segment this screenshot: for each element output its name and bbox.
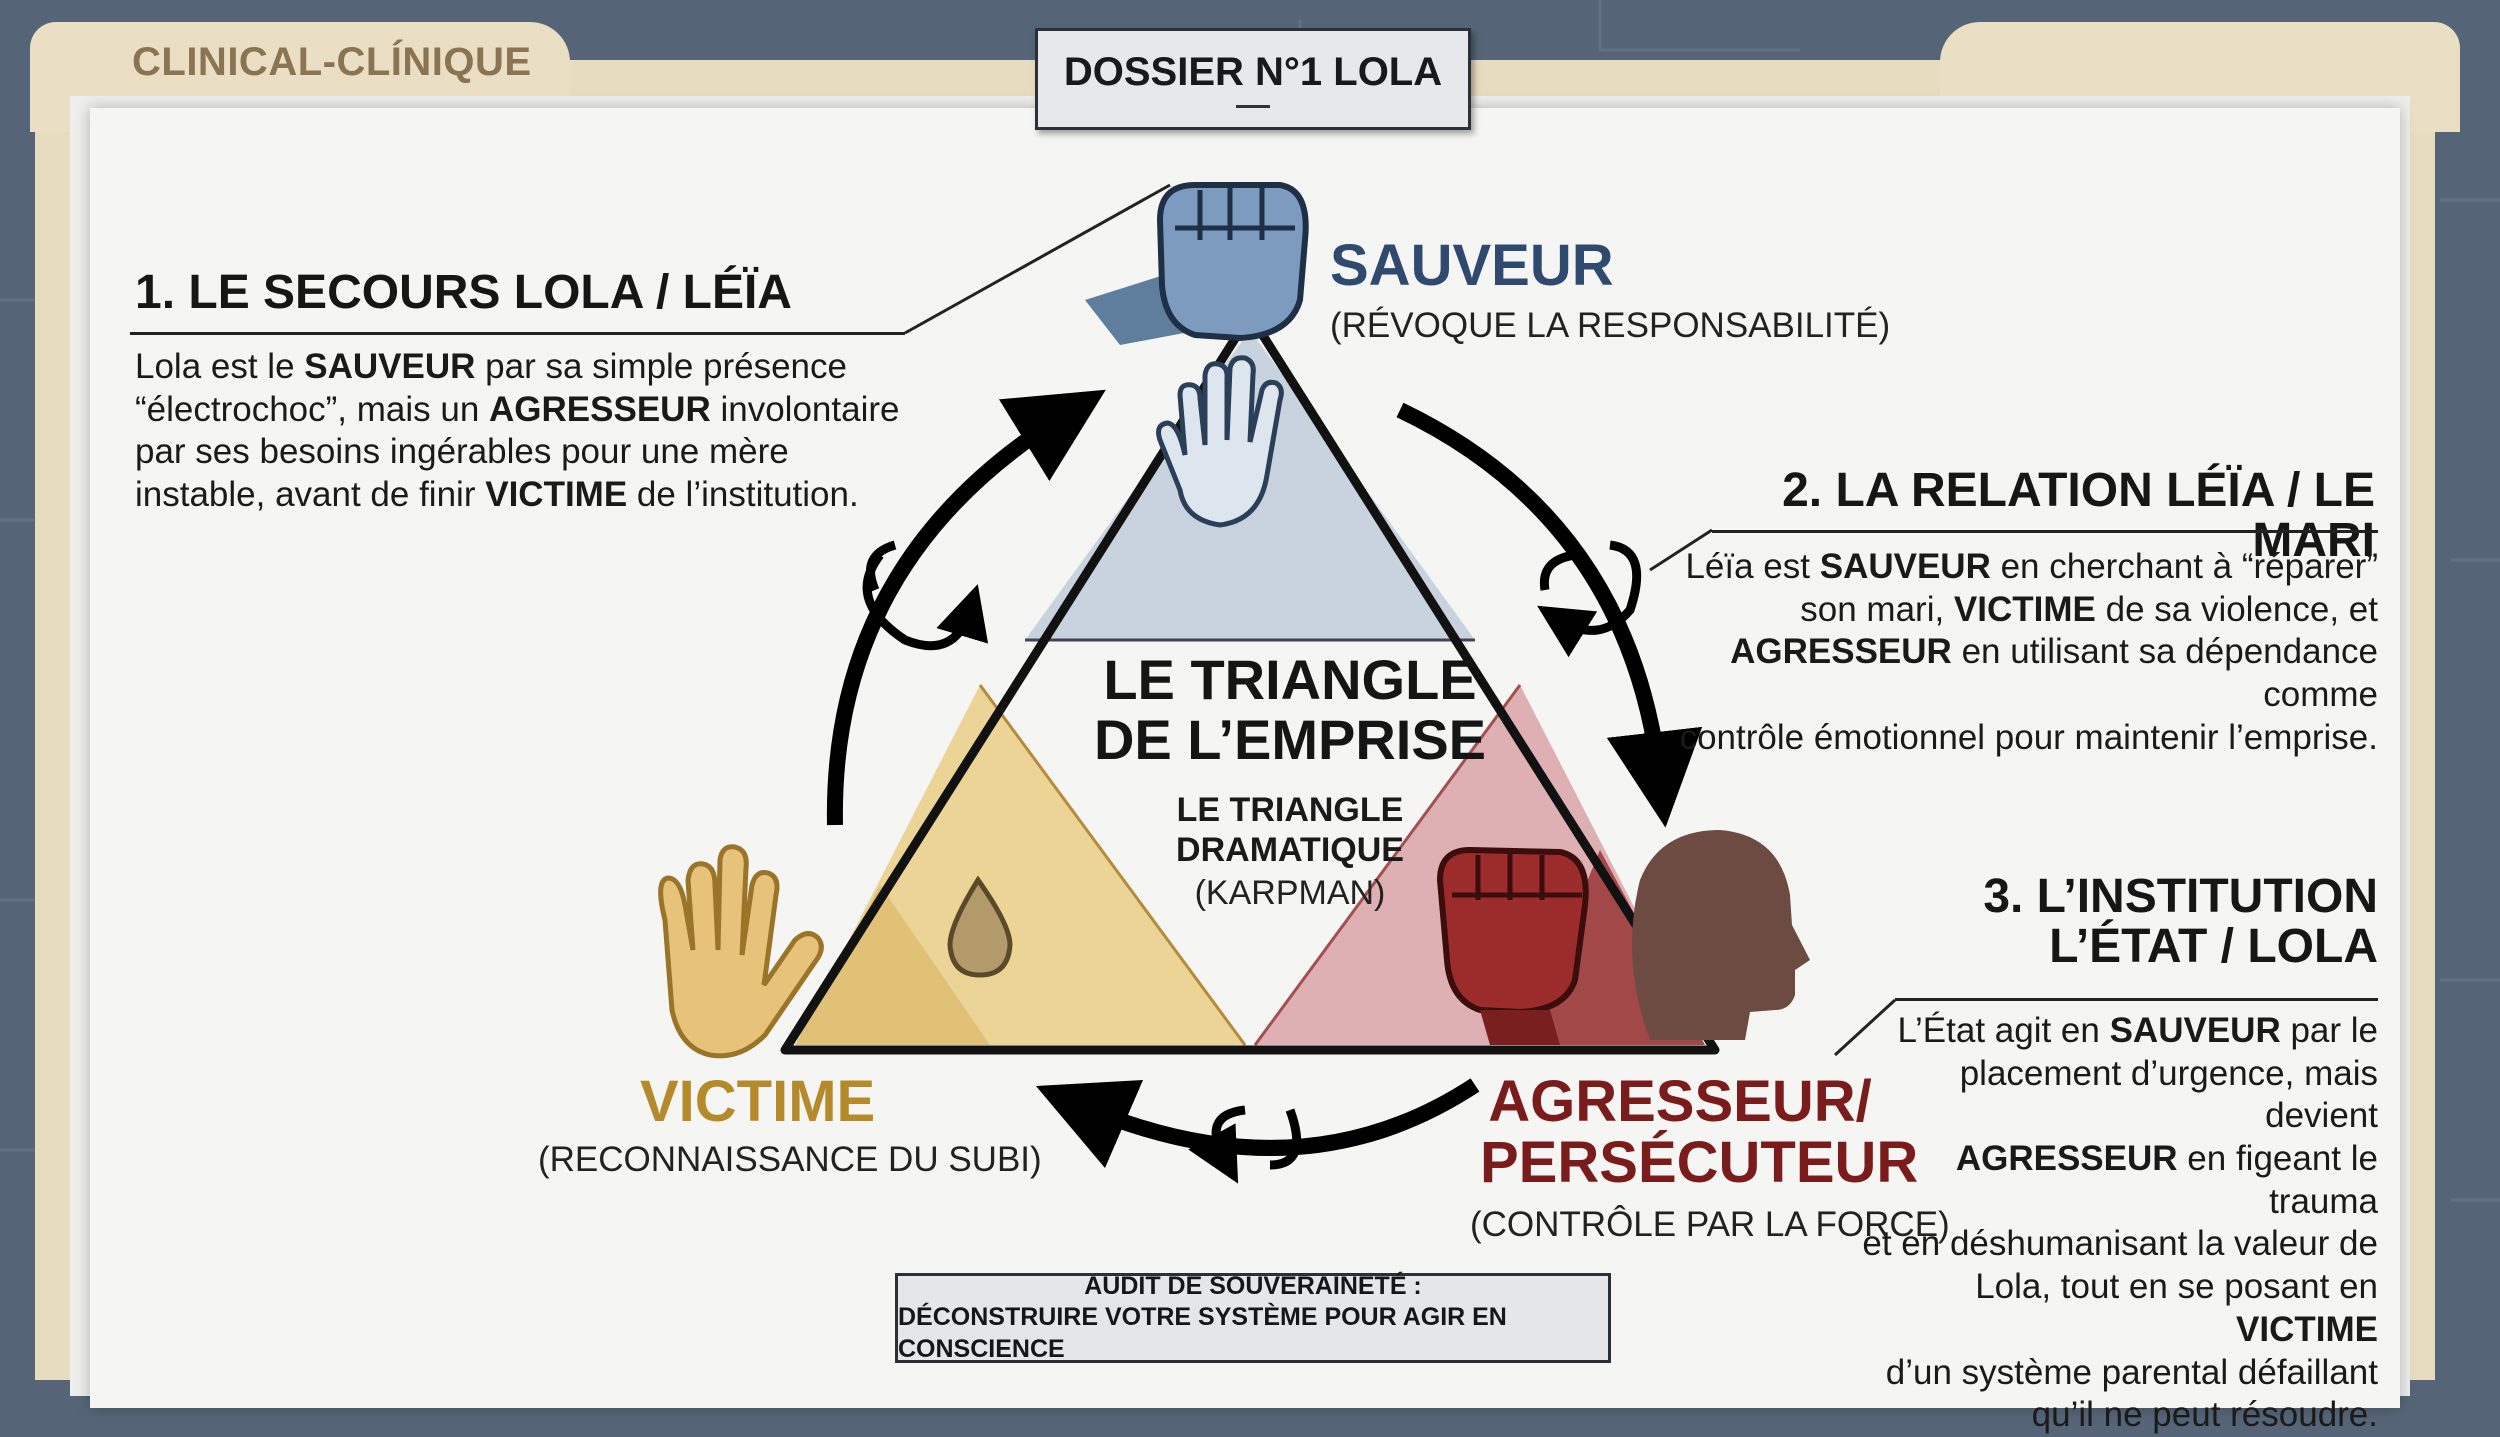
audit-line1: AUDIT DE SOUVERAINETÉ : <box>1084 1272 1422 1301</box>
s3-text-segment: par le <box>2280 1011 2378 1050</box>
dossier-title-card: DOSSIER N°1 LOLA <box>1035 28 1471 130</box>
s1-line: “électrochoc”, mais un AGRESSEUR involon… <box>135 390 899 429</box>
center-title: LE TRIANGLE DE L’EMPRISE <box>1030 650 1550 770</box>
role-agresseur-sub: (CONTRÔLE PAR LA FORCE) <box>1470 1205 1950 1244</box>
center-title-line2: DE L’EMPRISE <box>1093 707 1487 771</box>
s2-bold-segment: AGRESSEUR <box>1730 632 1952 672</box>
s1-line: par ses besoins ingérables pour une mère <box>135 432 789 471</box>
s2-bold-segment: VICTIME <box>1953 589 2096 629</box>
s1-line: instable, avant de finir VICTIME de l’in… <box>135 475 859 514</box>
leader-line-s3 <box>1833 998 1897 1057</box>
s3-text-segment: et en déshumanisant la valeur de <box>1862 1224 2378 1264</box>
triangle-outline <box>780 310 1720 1055</box>
s3-line: qu’il ne peut résoudre. <box>2032 1395 2378 1434</box>
s2-text-segment: contrôle émotionnel pour maintenir l’emp… <box>1679 717 2378 757</box>
cycle-arrow-left <box>826 389 1106 826</box>
droplet-icon <box>947 875 1013 978</box>
head-silhouette-icon <box>1632 830 1810 1040</box>
role-agresseur-line2: PERSÉCUTEUR <box>1480 1129 1919 1195</box>
s1-line: Lola est le SAUVEUR par sa simple présen… <box>135 347 847 386</box>
s2-line: son mari, VICTIME de sa violence, et <box>1800 590 2378 629</box>
s3-text-segment: placement d’urgence, mais devient <box>1959 1053 2378 1136</box>
leader-line-s2 <box>1649 528 1713 572</box>
s2-line: Léïa est SAUVEUR en cherchant à “réparer… <box>1685 547 2378 586</box>
section-1-underline <box>130 332 905 335</box>
section-3-title-line1: 3. L’INSTITUTION <box>1983 870 2378 923</box>
leader-line-s1 <box>904 183 1171 335</box>
s2-text-segment: Léïa est <box>1685 547 1820 586</box>
triangle-diagram <box>658 182 1897 1184</box>
s1-text-segment: instable, avant de finir <box>135 475 486 515</box>
s3-line: placement d’urgence, mais devient <box>1960 1054 2378 1136</box>
center-subtitle: LE TRIANGLE DRAMATIQUE <box>1090 790 1490 870</box>
s1-bold-segment: AGRESSEUR <box>489 389 711 429</box>
triangle-divider-right <box>1253 684 1522 1046</box>
dossier-dash <box>1236 105 1270 108</box>
s2-text-segment: en utilisant sa dépendance comme <box>1951 632 2378 715</box>
section-2-text: Léïa est SAUVEUR en cherchant à “réparer… <box>1640 546 2378 759</box>
center-title-line1: LE TRIANGLE <box>1103 648 1477 711</box>
cycle-arrow-icon-bottom <box>1188 1105 1302 1184</box>
role-sauveur-sub: (RÉVOQUE LA RESPONSABILITÉ) <box>1330 306 1891 345</box>
section-2-underline <box>1712 530 2378 533</box>
section-1-text: Lola est le SAUVEUR par sa simple présen… <box>135 346 915 517</box>
open-hand-icon <box>1156 355 1284 528</box>
section-3-underline <box>1895 998 2378 1001</box>
cycle-arrow-icon-right <box>1537 540 1642 658</box>
raised-fist-icon <box>1085 182 1309 345</box>
s1-bold-segment: SAUVEUR <box>304 347 476 386</box>
s1-text-segment: par ses besoins ingérables pour une mère <box>135 432 789 472</box>
folder-tab-label: CLINICAL-CLÍNIQUE <box>132 40 532 84</box>
s3-line: Lola, tout en se posant en VICTIME <box>1975 1267 2378 1349</box>
s1-text-segment: par sa simple présence <box>475 347 847 386</box>
dossier-title: DOSSIER N°1 LOLA <box>1063 50 1443 94</box>
s3-text-segment: Lola, tout en se posant en <box>1975 1267 2378 1307</box>
s3-text-segment: qu’il ne peut résoudre. <box>2031 1395 2378 1435</box>
audit-line2: DÉCONSTRUIRE VOTRE SYSTÈME POUR AGIR EN … <box>898 1303 1507 1363</box>
center-karpman: (KARPMAN) <box>1194 874 1386 912</box>
s3-text-segment: L’État agit en <box>1897 1011 2110 1050</box>
s3-line: L’État agit en SAUVEUR par le <box>1897 1011 2378 1050</box>
cycle-arrow-icon <box>862 540 989 651</box>
s1-text-segment: Lola est le <box>135 347 305 386</box>
s3-text-segment: d’un système parental défaillant <box>1885 1352 2378 1392</box>
s1-text-segment: de l’institution. <box>627 475 859 515</box>
section-2-title: 2. LA RELATION LÉÏA / LE MARI <box>1782 464 2375 568</box>
s2-text-segment: de sa violence, et <box>2095 589 2378 629</box>
center-sub-line2: DRAMATIQUE <box>1176 831 1404 870</box>
s3-text-segment: en figeant le trauma <box>2177 1139 2378 1221</box>
s3-line: d’un système parental défaillant <box>1886 1353 2378 1392</box>
section-3-title: 3. L’INSTITUTION L’ÉTAT / LOLA <box>1890 870 2378 974</box>
s1-bold-segment: VICTIME <box>485 475 628 515</box>
s3-bold-segment: SAUVEUR <box>2109 1011 2281 1050</box>
cycle-arrow-right <box>1396 402 1703 828</box>
role-agresseur-line1: AGRESSEUR/ <box>1488 1069 1872 1134</box>
role-agresseur-name: AGRESSEUR/ PERSÉCUTEUR <box>1480 1069 1918 1194</box>
role-victime-name: VICTIME <box>640 1069 876 1134</box>
audit-box: AUDIT DE SOUVERAINETÉ : DÉCONSTRUIRE VOT… <box>895 1272 1611 1363</box>
section-3-title-line2: L’ÉTAT / LOLA <box>2049 920 2378 974</box>
s3-line: AGRESSEUR en figeant le trauma <box>1956 1139 2378 1221</box>
s2-bold-segment: SAUVEUR <box>1819 547 1991 586</box>
s2-text-segment: en cherchant à “réparer” <box>1990 547 2378 586</box>
agresseur-fist-icon <box>1436 846 1589 1045</box>
s3-line: et en déshumanisant la valeur de <box>1862 1224 2378 1263</box>
victime-hand-icon <box>658 844 824 1059</box>
role-victime-sub: (RECONNAISSANCE DU SUBI) <box>538 1140 1042 1179</box>
s3-bold-segment: AGRESSEUR <box>1955 1139 2178 1179</box>
section-1-title: 1. LE SECOURS LOLA / LÉÏA <box>135 266 792 319</box>
s1-text-segment: involontaire <box>710 389 900 429</box>
triangle-divider-left <box>978 684 1247 1046</box>
s3-bold-segment: VICTIME <box>2236 1309 2378 1349</box>
s2-text-segment: son mari, <box>1800 589 1954 629</box>
center-sub-line1: LE TRIANGLE <box>1176 791 1404 829</box>
triangle-left-shade <box>795 885 990 1045</box>
s2-line: AGRESSEUR en utilisant sa dépendance com… <box>1730 632 2378 714</box>
s2-line: contrôle émotionnel pour maintenir l’emp… <box>1680 718 2378 757</box>
role-sauveur-name: SAUVEUR <box>1330 233 1614 298</box>
s1-text-segment: “électrochoc”, mais un <box>135 389 490 429</box>
cycle-arrow-bottom <box>1035 1078 1480 1169</box>
